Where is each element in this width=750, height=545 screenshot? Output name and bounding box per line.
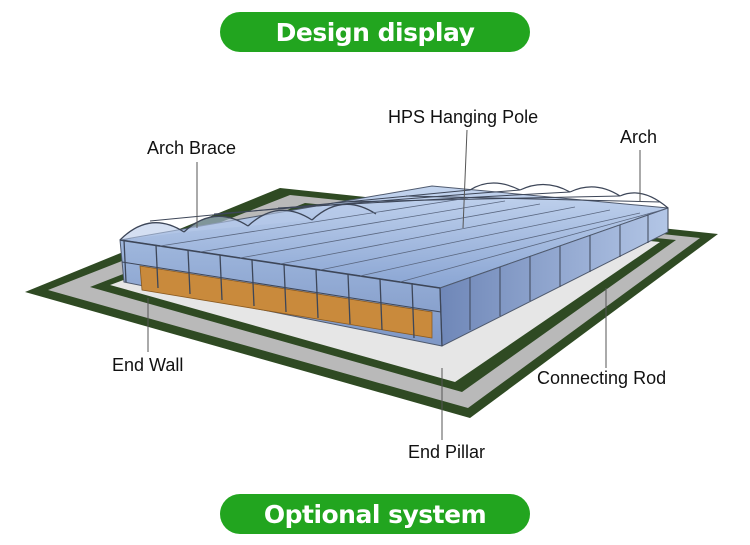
end-wall-label: End Wall bbox=[112, 355, 183, 376]
connecting-rod-label: Connecting Rod bbox=[537, 368, 666, 389]
end-pillar-label: End Pillar bbox=[408, 442, 485, 463]
hps-hanging-pole-label: HPS Hanging Pole bbox=[388, 107, 538, 128]
arch-label: Arch bbox=[620, 127, 657, 148]
optional-system-title: Optional system bbox=[264, 500, 486, 529]
arch-brace-label: Arch Brace bbox=[147, 138, 236, 159]
optional-system-banner: Optional system bbox=[220, 494, 530, 534]
